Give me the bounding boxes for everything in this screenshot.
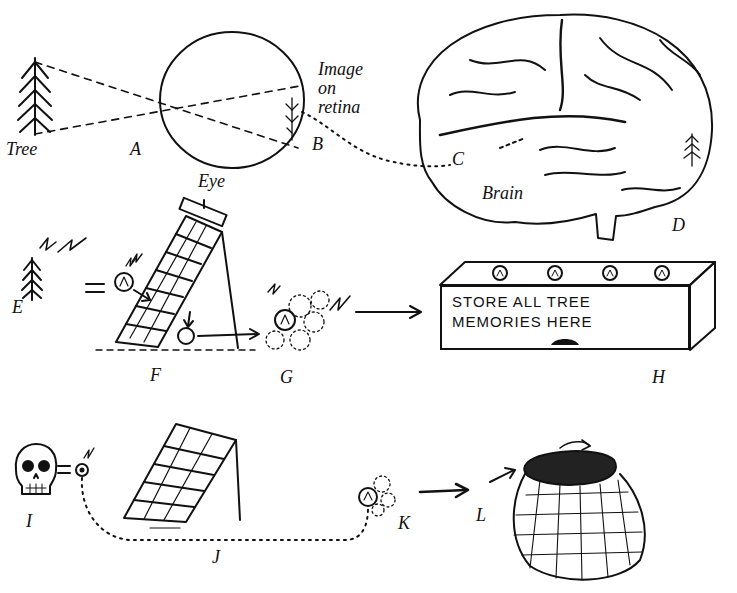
filter-screen — [96, 198, 255, 350]
storage-box-front: STORE ALL TREE MEMORIES HERE — [440, 285, 690, 350]
box-label: STORE ALL TREE MEMORIES HERE — [452, 292, 678, 331]
figure-label: Eye — [198, 172, 225, 191]
bypass-path — [82, 478, 368, 540]
figure-label: B — [312, 135, 323, 154]
figure-label: L — [476, 506, 486, 525]
box-slot — [551, 339, 579, 345]
memory-particle — [275, 310, 295, 330]
skull — [16, 444, 56, 494]
equals-sign — [86, 283, 104, 285]
equals-sign — [86, 291, 104, 293]
retina-image — [286, 98, 298, 140]
optic-path — [302, 112, 450, 166]
figure-label: J — [212, 548, 220, 567]
figure-label: H — [652, 368, 665, 387]
tree-drawing — [18, 58, 52, 135]
bag-contents — [524, 451, 616, 485]
eye-outline — [160, 32, 304, 168]
brain-tree-trace — [684, 134, 700, 166]
figure-label: Tree — [6, 140, 37, 159]
brain-drawing — [418, 15, 712, 240]
figure-label: Image on retina — [318, 60, 382, 117]
figure-label: I — [26, 512, 32, 531]
figure-label: Brain — [482, 184, 523, 203]
figure-label: D — [672, 216, 685, 235]
memory-particle-2 — [359, 488, 377, 506]
storage-box — [440, 262, 715, 350]
particle-cloud — [266, 291, 329, 350]
figure-label: G — [280, 368, 293, 387]
death-particle — [76, 464, 88, 476]
figure-label: K — [398, 514, 410, 533]
figure-label: C — [452, 150, 464, 169]
passed-particle — [178, 328, 194, 344]
particle-cloud-2 — [372, 476, 395, 516]
sight-lines — [35, 62, 300, 148]
tree-memory-particle — [115, 273, 133, 291]
tree-small — [22, 238, 86, 300]
figure-label: E — [12, 298, 23, 317]
bag-net — [514, 480, 642, 580]
filter-screen-2 — [124, 424, 240, 528]
figure-label: F — [150, 366, 161, 385]
bag — [514, 472, 645, 580]
figure-label: A — [130, 140, 141, 159]
